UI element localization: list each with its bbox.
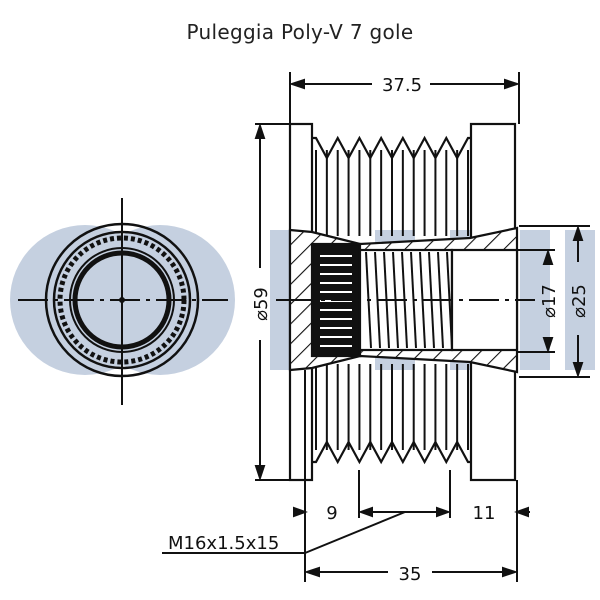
diameter-symbol-25: ⌀ [569, 307, 590, 318]
svg-text:⌀59: ⌀59 [251, 287, 272, 321]
dim-outer-diameter: 59 [251, 287, 272, 310]
dimension-lines [162, 72, 590, 582]
svg-text:⌀25: ⌀25 [569, 284, 590, 318]
dim-body-length: 35 [399, 564, 422, 585]
svg-text:⌀17: ⌀17 [539, 284, 560, 318]
thread-spec-label: M16x1.5x15 [168, 533, 279, 554]
dim-bore-small: 17 [539, 284, 560, 307]
dim-bore-large: 25 [569, 284, 590, 307]
dim-right-offset: 11 [473, 503, 496, 524]
drawing-title: Puleggia Poly-V 7 gole [186, 20, 414, 44]
pulley-section [288, 122, 519, 482]
thread-line [419, 251, 426, 349]
dim-overall-width: 37.5 [382, 75, 422, 96]
diameter-symbol-59: ⌀ [251, 310, 272, 321]
diameter-symbol-17: ⌀ [539, 307, 560, 318]
dim-left-offset: 9 [326, 503, 337, 524]
front-view [18, 198, 228, 405]
